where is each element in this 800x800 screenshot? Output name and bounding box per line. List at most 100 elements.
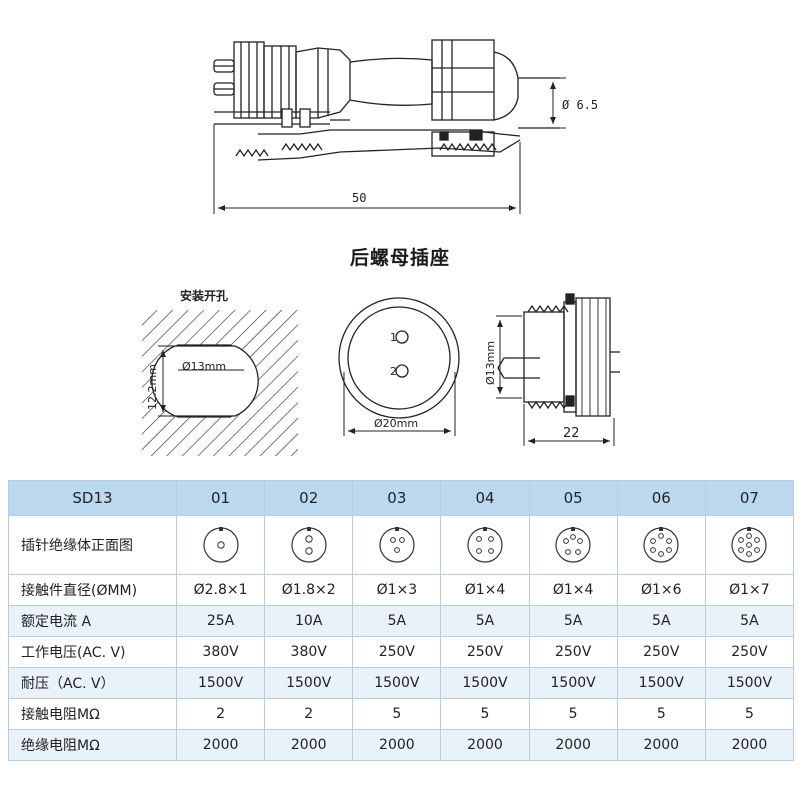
column-header: 03 <box>352 480 442 516</box>
pin-hole <box>754 547 761 553</box>
pin-hole <box>488 536 494 542</box>
pin-hole <box>570 534 577 540</box>
pin-hole <box>565 549 572 555</box>
side-length-label: 50 <box>352 191 366 205</box>
pin-hole <box>398 537 405 543</box>
pin-hole <box>393 547 400 553</box>
table-cell: Ø1×7 <box>704 574 795 606</box>
front-pin-label-1: 1 <box>390 331 397 344</box>
pin-hole <box>738 547 745 553</box>
table-cell: 10A <box>264 605 354 637</box>
column-header: 07 <box>704 480 795 516</box>
table-cell: 1500V <box>264 667 354 699</box>
pin-face-cell <box>264 515 354 575</box>
pin-face-diagram <box>467 527 503 563</box>
side-diameter-label: Ø 6.5 <box>562 98 598 112</box>
table-cell: 1500V <box>352 667 442 699</box>
pin-hole <box>658 551 665 557</box>
column-header: 02 <box>264 480 354 516</box>
table-cell: 25A <box>175 605 266 637</box>
table-cell: Ø1×4 <box>440 574 530 606</box>
pin-face-cell <box>352 515 442 575</box>
pin-face-cell <box>616 515 706 575</box>
column-header: 01 <box>175 480 266 516</box>
column-header: 04 <box>440 480 530 516</box>
insulator-outline <box>643 527 679 563</box>
row-label: 额定电流 A <box>8 605 177 637</box>
table-row: 插针绝缘体正面图 <box>8 515 795 575</box>
insulator-outline <box>467 527 503 563</box>
table-cell: 5A <box>616 605 706 637</box>
pin-hole <box>305 547 313 555</box>
table-row: 绝缘电阻MΩ 2000 2000 2000 2000 2000 2000 200… <box>8 729 795 761</box>
pin-face-diagram <box>291 527 327 563</box>
front-diameter-label: Ø20mm <box>374 417 418 430</box>
pin-hole <box>738 537 745 543</box>
row-label: 插针绝缘体正面图 <box>8 515 177 575</box>
pin-face-cell <box>704 515 795 575</box>
table-cell: 5 <box>704 698 795 730</box>
table-cell: 5 <box>352 698 442 730</box>
table-cell: 5A <box>704 605 795 637</box>
cutout-label: 安装开孔 <box>180 289 229 303</box>
key-notch <box>306 527 311 531</box>
pin-hole <box>563 538 570 544</box>
table-row: 额定电流 A 25A 10A 5A 5A 5A 5A 5A <box>8 605 795 637</box>
table-cell: 5 <box>616 698 706 730</box>
table-cell: 2000 <box>264 729 354 761</box>
pin-hole <box>575 549 582 555</box>
table-cell: 2000 <box>175 729 266 761</box>
pin-hole <box>658 533 665 539</box>
front-pin-label-2: 2 <box>390 365 397 378</box>
pin-face-cell <box>440 515 530 575</box>
pin-face-diagram <box>731 527 768 563</box>
technical-drawing: Ø 6.5 50 Ø13mm 12.2mm 1 2 Ø20mm <box>142 39 620 456</box>
table-cell: 2000 <box>352 729 442 761</box>
section-title: 后螺母插座 <box>349 247 450 269</box>
table-cell: 5A <box>352 605 442 637</box>
insulator-outline <box>379 527 415 563</box>
column-header: 06 <box>616 480 706 516</box>
row-label: 工作电压(AC. V) <box>8 636 177 668</box>
pin-face-diagram <box>379 527 415 563</box>
table-cell: 1500V <box>528 667 618 699</box>
table-cell: 380V <box>175 636 266 668</box>
table-cell: 250V <box>440 636 530 668</box>
key-notch <box>394 527 399 531</box>
table-cell: 1500V <box>704 667 795 699</box>
table-cell: 250V <box>616 636 706 668</box>
row-label: 绝缘电阻MΩ <box>8 729 177 761</box>
pin-hole <box>488 548 494 554</box>
socket-front-view <box>338 297 460 436</box>
table-cell: 5 <box>528 698 618 730</box>
key-notch <box>482 527 487 531</box>
insulator-outline <box>555 527 591 563</box>
pin-face-diagram <box>555 527 591 563</box>
cutout-diameter-label: Ø13mm <box>182 360 226 373</box>
table-cell: 2 <box>175 698 266 730</box>
table-cell: Ø1×3 <box>352 574 442 606</box>
table-row: 接触件直径(ØMM) Ø2.8×1 Ø1.8×2 Ø1×3 Ø1×4 Ø1×4 … <box>8 574 795 606</box>
pin-face-diagram <box>643 527 679 563</box>
table-cell: Ø1×4 <box>528 574 618 606</box>
model-header: SD13 <box>8 480 177 516</box>
plug-side-view <box>213 39 566 214</box>
pin-hole <box>476 536 482 542</box>
pin-hole <box>305 535 313 543</box>
key-notch <box>659 527 664 531</box>
pin-hole <box>389 537 396 543</box>
table-cell: 250V <box>528 636 618 668</box>
table-cell: 1500V <box>616 667 706 699</box>
table-cell: 250V <box>704 636 795 668</box>
pin-hole <box>754 537 761 543</box>
pin-hole <box>476 548 482 554</box>
table-cell: 2000 <box>440 729 530 761</box>
pin-hole <box>666 547 673 553</box>
pin-hole <box>746 533 753 539</box>
table-cell: 2000 <box>528 729 618 761</box>
table-cell: 250V <box>352 636 442 668</box>
pin-face-cell <box>175 515 266 575</box>
pin-face-cell <box>528 515 618 575</box>
pin-hole <box>650 538 657 544</box>
row-label: 耐压（AC. V） <box>8 667 177 699</box>
